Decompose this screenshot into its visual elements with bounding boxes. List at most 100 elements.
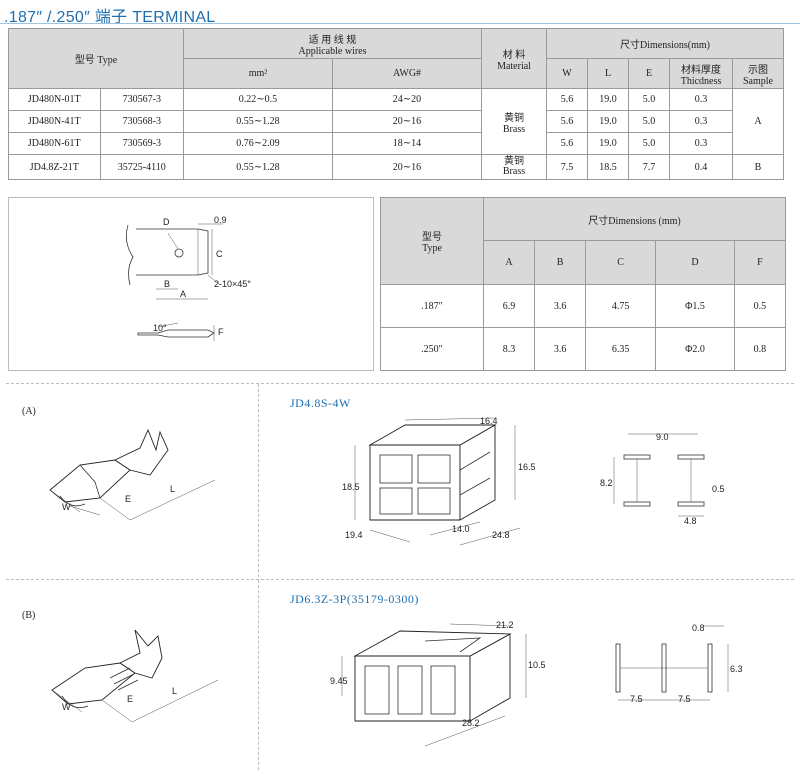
cell-awg: 24∼20	[332, 88, 482, 111]
dim-w-label: W	[62, 702, 71, 712]
t2-cell-d: Φ1.5	[655, 284, 735, 328]
dim-9-0-label: 9.0	[656, 432, 669, 442]
cell-w: 5.6	[546, 110, 588, 133]
cell-thickness: 0.4	[669, 154, 733, 180]
cell-thickness: 0.3	[669, 110, 733, 133]
cell-code: 730569-3	[99, 132, 185, 155]
cell-awg: 20∼16	[332, 110, 482, 133]
dim-w-label: W	[62, 502, 71, 512]
cell-thickness: 0.3	[669, 132, 733, 155]
housing-4w-drawing: 16.4 16.5 18.5 19.4 14.0 24.8	[342, 416, 536, 546]
pcb-layout-a-drawing: 9.0 8.2 0.5 4.8	[600, 432, 725, 526]
t2-cell-d: Φ2.0	[655, 327, 735, 371]
terminal-spec-table: 型号 Type 适 用 线 规 Applicable wires 材 料 Mat…	[8, 28, 784, 180]
cell-material-brass: 黄铜 Brass	[481, 88, 547, 155]
t2-col-d: D	[655, 240, 735, 285]
angle-label: 10°	[153, 323, 167, 333]
cell-l: 19.0	[587, 132, 629, 155]
section-a-top-divider	[6, 383, 794, 384]
pcb-layout-b-drawing: 0.8 6.3 7.5 7.5	[615, 623, 743, 704]
t2-cell-type: .250″	[380, 327, 484, 371]
t2-cell-c: 6.35	[585, 327, 657, 371]
t2-col-c: C	[585, 240, 657, 285]
material-header-cn: 材 料	[502, 49, 526, 61]
dim-0-5-label: 0.5	[712, 484, 725, 494]
cell-model: JD480N-01T	[8, 88, 101, 111]
cell-awg: 20∼16	[332, 154, 482, 180]
thickness-header-cn: 材料厚度	[681, 64, 721, 76]
t2-cell-a: 6.9	[482, 284, 536, 328]
dim-6-3-label: 6.3	[730, 664, 743, 674]
cell-mm2: 0.22∼0.5	[183, 88, 333, 111]
sample-header-en: Sample	[743, 75, 773, 87]
t2-col-f: F	[733, 240, 787, 285]
t2-cell-type: .187″	[380, 284, 484, 328]
dim-0-8-label: 0.8	[692, 623, 705, 633]
cell-mm2: 0.55∼1.28	[183, 154, 333, 180]
receptacle-b-drawing: W E L	[51, 629, 219, 723]
material-header-en: Material	[497, 60, 531, 72]
dim-c-label: C	[216, 249, 223, 259]
dim-7-5-left-label: 7.5	[630, 694, 643, 704]
col-type-header: 型号 Type	[8, 28, 184, 89]
dim-09-label: 0.9	[214, 215, 227, 225]
cell-e: 5.0	[628, 110, 670, 133]
dim-4-8-label: 4.8	[684, 516, 697, 526]
section-b-top-divider	[6, 579, 794, 580]
page-title: .187″ /.250″ 端子 TERMINAL	[4, 9, 216, 26]
cell-w: 5.6	[546, 132, 588, 155]
cell-model: JD480N-61T	[8, 132, 101, 155]
col-sample-header: 示图 Sample	[732, 58, 784, 89]
dim-16-4-label: 16.4	[480, 416, 498, 426]
dim-16-5-label: 16.5	[518, 462, 536, 472]
cell-l: 19.0	[587, 88, 629, 111]
dim-18-5-label: 18.5	[342, 482, 360, 492]
cell-code: 730567-3	[99, 88, 185, 111]
thickness-header-en: Thicdness	[680, 75, 722, 87]
col-e-header: E	[628, 58, 670, 89]
dim-28-2-label: 28.2	[462, 718, 480, 728]
sample-header-cn: 示图	[748, 64, 768, 76]
col-mm2-header: mm²	[183, 58, 333, 89]
dim-chamfer-label: 2-10×45°	[214, 279, 251, 289]
col-awg-header: AWG#	[332, 58, 482, 89]
t2-cell-c: 4.75	[585, 284, 657, 328]
cell-code: 35725-4110	[99, 154, 185, 180]
t2-type-en: Type	[422, 243, 442, 254]
dim-f-label: F	[218, 327, 224, 337]
cell-awg: 18∼14	[332, 132, 482, 155]
t2-cell-b: 3.6	[534, 327, 587, 371]
section-a-model: JD4.8S-4W	[290, 396, 351, 410]
tab-drawing-panel	[8, 197, 374, 371]
t2-dims-header: 尺寸Dimensions (mm)	[483, 197, 786, 241]
section-a-label: (A)	[22, 406, 36, 417]
cell-w: 7.5	[546, 154, 588, 180]
cell-code: 730568-3	[99, 110, 185, 133]
col-l-header: L	[587, 58, 629, 89]
dim-14-0-label: 14.0	[452, 524, 470, 534]
cell-e: 5.0	[628, 88, 670, 111]
table-row: JD4.8Z-21T 35725-4110 0.55∼1.28 20∼16 黄铜…	[8, 154, 784, 180]
table-row: JD480N-41T 730568-3 0.55∼1.28 20∼16 5.6 …	[8, 110, 784, 133]
col-wires-header: 适 用 线 规 Applicable wires	[183, 28, 482, 59]
receptacle-a-drawing: W E L	[49, 428, 216, 521]
cell-e: 5.0	[628, 132, 670, 155]
t2-cell-a: 8.3	[482, 327, 536, 371]
cell-mm2: 0.76∼2.09	[183, 132, 333, 155]
tab-dimension-table: 型号 Type 尺寸Dimensions (mm) A B C D F .187…	[380, 197, 787, 371]
dim-e-label: E	[127, 694, 133, 704]
brass-en: Brass	[502, 166, 526, 177]
cell-w: 5.6	[546, 88, 588, 111]
dim-21-2-label: 21.2	[496, 620, 514, 630]
dim-7-5-right-label: 7.5	[678, 694, 691, 704]
section-b-label: (B)	[22, 610, 36, 621]
t2-cell-b: 3.6	[534, 284, 587, 328]
dim-9-45-label: 9.45	[330, 676, 348, 686]
cell-model: JD480N-41T	[8, 110, 101, 133]
cell-e: 7.7	[628, 154, 670, 180]
table-row: JD480N-61T 730569-3 0.76∼2.09 18∼14 5.6 …	[8, 132, 784, 155]
title-underline	[0, 23, 800, 24]
dim-24-8-label: 24.8	[492, 530, 510, 540]
cell-l: 18.5	[587, 154, 629, 180]
section-b-vertical-divider	[258, 580, 259, 770]
